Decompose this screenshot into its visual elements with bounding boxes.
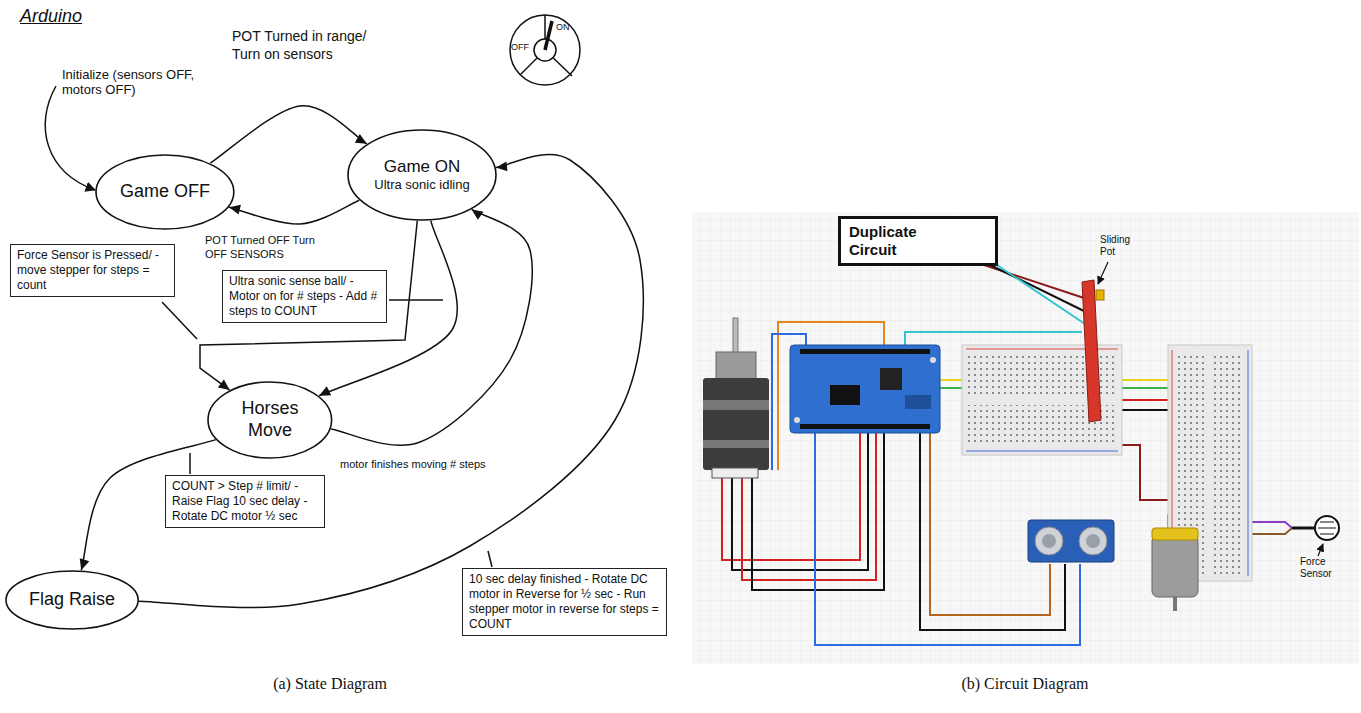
transition-line xyxy=(331,209,532,445)
leader-line xyxy=(389,299,443,301)
transition-line xyxy=(210,106,366,163)
leader-line xyxy=(488,551,492,567)
transition-line xyxy=(139,154,643,607)
force-sensor xyxy=(1292,516,1339,540)
circuit-art xyxy=(692,212,1359,664)
node-title: Flag Raise xyxy=(29,589,115,611)
arrowhead xyxy=(496,161,507,171)
arrowhead xyxy=(80,558,90,570)
part-label: Sliding Pot xyxy=(1100,234,1140,257)
dial-label: OFF xyxy=(511,42,533,52)
transition-arrow xyxy=(229,200,359,224)
transition-label-box: Ultra sonic sense ball/ - Motor on for #… xyxy=(222,270,387,323)
dc-motor xyxy=(1152,528,1198,611)
arrowhead xyxy=(472,209,484,219)
transition-arrow xyxy=(200,221,417,390)
node-subtitle: Ultra sonic idling xyxy=(374,177,469,193)
transition-arrow xyxy=(331,209,532,445)
transition-label-box: 10 sec delay finished - Rotate DC motor … xyxy=(462,568,667,636)
transition-label-box: Force Sensor is Pressed/ - move stepper … xyxy=(10,244,175,297)
ellipse-shape xyxy=(96,155,234,229)
node-title: Game OFF xyxy=(120,181,210,203)
transition-line xyxy=(200,221,417,390)
wires xyxy=(722,263,1292,645)
circuit-ground xyxy=(692,212,1359,664)
state-ellipse: Flag Raise xyxy=(5,570,139,630)
transition-label: POT Turned OFF Turn OFF SENSORS xyxy=(205,234,323,262)
arrowhead xyxy=(218,380,230,391)
leader-line xyxy=(189,453,191,474)
state-ellipse: Game ONUltra sonic idling xyxy=(347,129,497,221)
transition-line xyxy=(229,200,359,224)
state-ellipse: Game OFF xyxy=(95,154,235,230)
arrowhead xyxy=(229,205,241,215)
sub-caption: (b) Circuit Diagram xyxy=(925,675,1125,693)
arrowhead xyxy=(355,134,367,144)
sub-caption: (a) State Diagram xyxy=(230,675,430,693)
transition-label: motor finishes moving # steps xyxy=(340,458,515,472)
leader-line xyxy=(162,302,197,339)
transition-label-box: COUNT > Step # limit/ - Raise Flag 10 se… xyxy=(165,475,325,528)
state-ellipse: Horses Move xyxy=(207,381,333,459)
ellipse-shape xyxy=(208,382,332,458)
node-title: Game ON xyxy=(384,157,461,177)
ellipse-shape xyxy=(6,571,138,629)
stepper-motor xyxy=(703,318,769,478)
ultrasonic-sensor xyxy=(1028,520,1114,562)
ellipse-shape xyxy=(348,130,496,220)
leader-line xyxy=(1098,262,1108,284)
arrowhead xyxy=(319,386,331,395)
dial-label: ON xyxy=(556,22,574,32)
pot-dial-icon xyxy=(510,15,580,85)
transition-label: POT Turned in range/ Turn on sensors xyxy=(232,28,384,63)
node-title: Duplicate Circuit xyxy=(849,223,939,259)
diagram-title: Arduino xyxy=(20,6,82,28)
initial-arrow xyxy=(45,86,95,190)
note-box: Duplicate Circuit xyxy=(838,216,998,266)
leader-line xyxy=(1318,544,1323,556)
node-title: Horses Move xyxy=(230,398,310,441)
part-label: Force Sensor xyxy=(1300,556,1348,579)
transition-arrow xyxy=(139,154,643,607)
circuit-grid xyxy=(692,212,1359,664)
transition-arrow xyxy=(210,106,366,163)
arduino-motor-shield xyxy=(790,345,940,433)
sliding-pot xyxy=(1082,280,1104,422)
initial-note: Initialize (sensors OFF, motors OFF) xyxy=(62,68,232,98)
